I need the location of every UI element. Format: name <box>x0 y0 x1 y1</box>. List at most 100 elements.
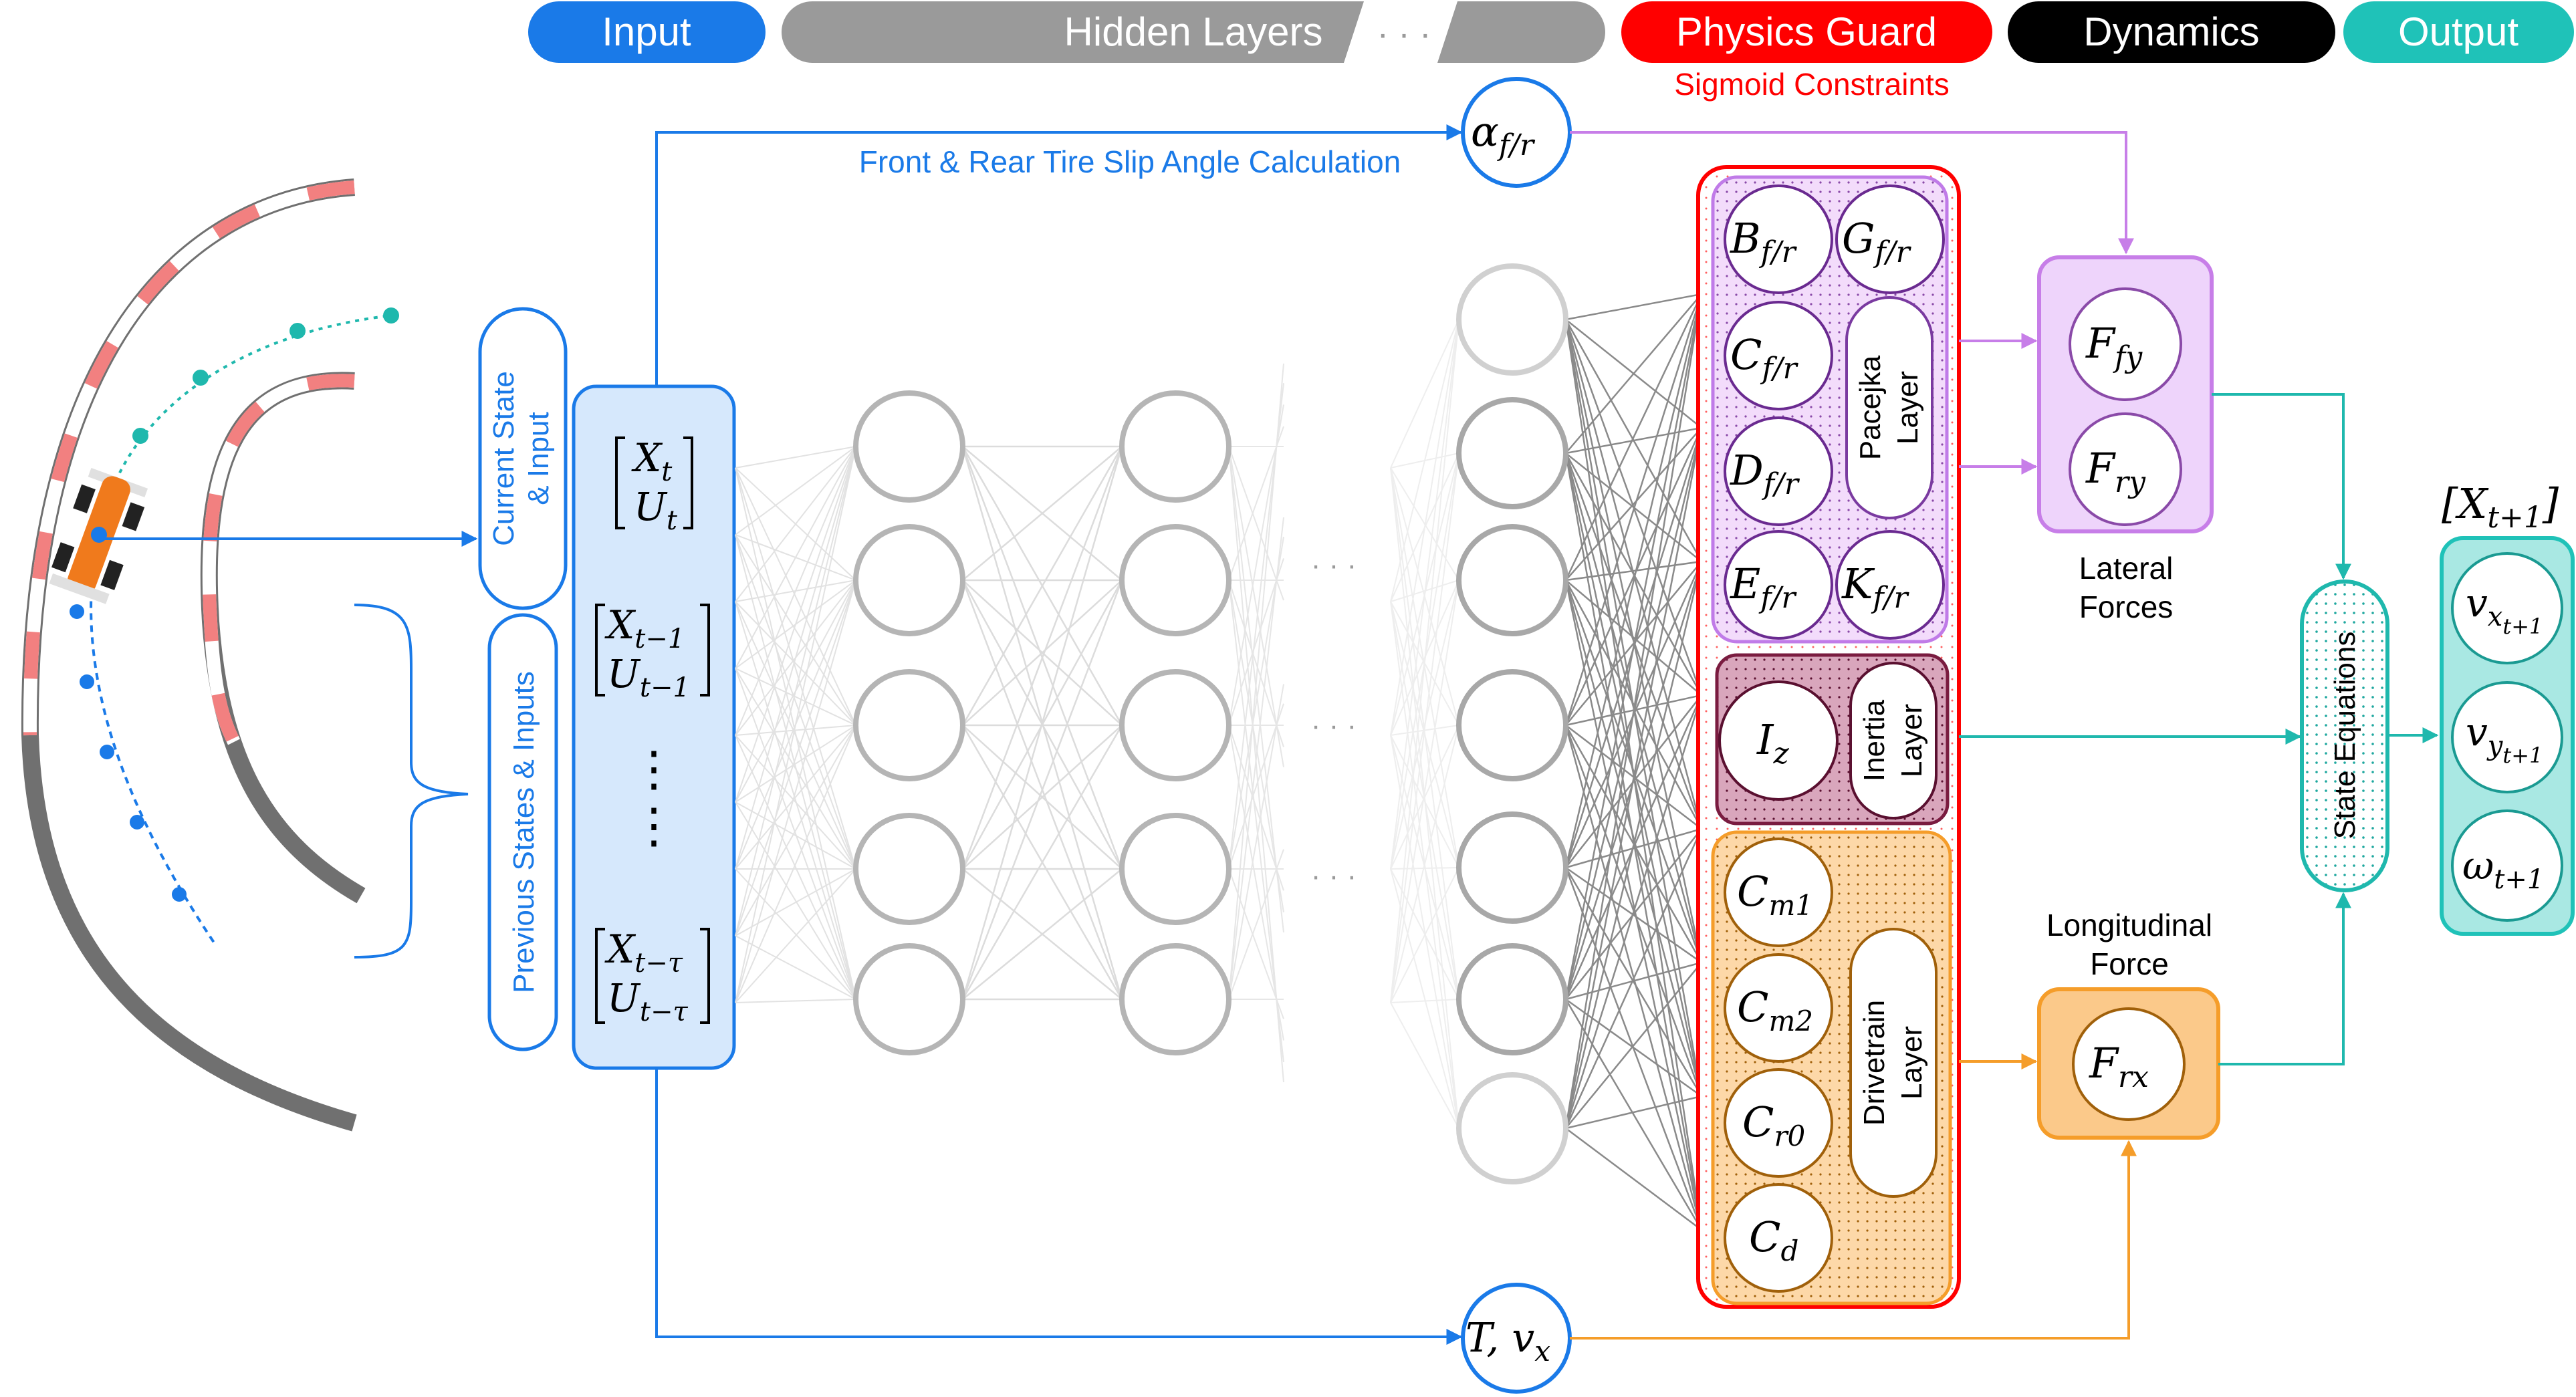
network-edge <box>1390 580 1459 1003</box>
param-K: Kf/r <box>1835 530 1945 640</box>
param-Cm2: Cm2 <box>1724 953 1833 1063</box>
drivetrain-label-2: Layer <box>1895 1026 1928 1100</box>
network-edge <box>1390 868 1459 1129</box>
hidden-layers-tail-pill <box>1437 1 1605 63</box>
network-edge <box>1228 725 1284 891</box>
pacejka-label-1: Pacejka <box>1854 355 1887 460</box>
network-edge <box>735 801 856 870</box>
current-state-vector: Xt Ut <box>615 435 693 536</box>
network-edge <box>735 467 856 1000</box>
current-state-pill <box>478 307 568 610</box>
network-edge <box>1564 293 1703 581</box>
network-edge <box>1228 580 1284 1063</box>
vertical-dots-2: ⋮ <box>630 799 678 853</box>
network-edge <box>1228 580 1284 747</box>
header-bar: Input Hidden Layers · · · Physics Guard … <box>528 1 2574 102</box>
hidden-layer-neurons <box>853 263 1568 1184</box>
network-edge <box>961 446 1123 870</box>
network-edge <box>1565 962 1702 1129</box>
network-edge <box>1228 868 1284 1019</box>
network-edge <box>735 725 856 936</box>
torque-speed-node: T, vx <box>1461 1283 1572 1394</box>
network-edge <box>1565 293 1702 321</box>
network-edge <box>1390 467 1459 581</box>
network-edge <box>1228 446 1284 767</box>
param-B: Bf/r <box>1724 184 1833 294</box>
neuron-node <box>1119 524 1232 636</box>
network-edge <box>1565 427 1702 581</box>
svg-text:Cd: Cd <box>1749 1213 1798 1267</box>
svg-text:Cr0: Cr0 <box>1742 1098 1805 1152</box>
svg-text:Ef/r: Ef/r <box>1730 559 1797 615</box>
race-track-illustration <box>21 178 399 1132</box>
drivetrain-label-1: Drivetrain <box>1858 1000 1891 1126</box>
neuron-node <box>853 669 965 781</box>
svg-text:Ut: Ut <box>634 484 678 536</box>
svg-text:Bf/r: Bf/r <box>1730 214 1798 269</box>
network-edge <box>1564 427 1703 726</box>
svg-text:Cm1: Cm1 <box>1737 867 1813 922</box>
past-waypoint <box>130 815 144 830</box>
past-waypoint <box>70 604 84 619</box>
slip-angle-node: αf/r <box>1461 77 1572 188</box>
neuron-node <box>1456 1072 1568 1184</box>
network-edge <box>735 446 856 669</box>
network-edge <box>735 868 856 1003</box>
network-edge <box>735 668 856 726</box>
network-edge <box>1228 703 1284 870</box>
param-Cr0: Cr0 <box>1724 1068 1833 1178</box>
network-edge <box>1228 725 1284 1041</box>
inertia-label-1: Inertia <box>1858 699 1891 781</box>
hidden-dots-row3: · · · <box>1311 860 1357 892</box>
slip-angle-calc-label: Front & Rear Tire Slip Angle Calculation <box>859 144 1401 179</box>
network-edge <box>1565 1127 1702 1231</box>
network-edge <box>735 446 856 936</box>
network-edge <box>961 446 1123 726</box>
network-edge <box>1564 293 1703 1129</box>
network-edge <box>1564 828 1703 1129</box>
network-edge <box>735 725 856 870</box>
lateral-to-state-arrow <box>2212 393 2351 580</box>
output-title: [Xt+1] <box>2442 479 2559 535</box>
network-edge <box>735 467 856 726</box>
network-edge <box>735 467 856 870</box>
network-edge <box>1390 601 1459 726</box>
dynamics-header-label: Dynamics <box>2083 9 2259 54</box>
svg-text:αf/r: αf/r <box>1471 107 1536 162</box>
hidden-layers-ellipsis: · · · <box>1377 15 1431 53</box>
svg-text:Df/r: Df/r <box>1730 446 1800 501</box>
future-waypoint <box>383 307 399 324</box>
force-Fry: Fry <box>2069 412 2182 526</box>
last-state-vector: Xt−τ Ut−τ <box>595 926 710 1027</box>
svg-text:Fry: Fry <box>2085 444 2146 499</box>
previous-state-vector: Xt−1 Ut−1 <box>595 602 710 703</box>
network-edge <box>735 601 856 1000</box>
hidden-layers-header-label: Hidden Layers <box>1064 9 1323 54</box>
track-outer-kerb-white <box>23 180 355 736</box>
alpha-to-lateral-arrow <box>1570 131 2134 255</box>
svg-text:Ffy: Ffy <box>2085 319 2143 374</box>
network-edge <box>1390 453 1459 469</box>
network-edge <box>735 725 856 803</box>
network-edge <box>1565 1095 1702 1130</box>
tv-to-frx-arrow <box>1570 1140 2137 1340</box>
network-edge <box>1564 293 1703 868</box>
network-edge <box>735 668 856 1000</box>
svg-text:Ut−τ: Ut−τ <box>607 975 688 1027</box>
hidden-layers: · · · · · · · · · <box>735 263 1703 1231</box>
network-edge <box>735 446 856 736</box>
network-edge <box>1228 849 1284 1000</box>
output-section: [Xt+1] vxt+1 vyt+1 ωt+1 <box>2440 479 2575 936</box>
network-edge <box>1565 293 1702 454</box>
network-edge <box>735 446 856 602</box>
network-edge <box>1564 999 1703 1231</box>
hidden-dots-row1: · · · <box>1311 549 1357 582</box>
state-equations-label: State Equations <box>2329 632 2361 840</box>
network-edge <box>961 580 1123 1000</box>
network-edge <box>735 580 856 936</box>
svg-text:vxt+1: vxt+1 <box>2466 580 2543 639</box>
svg-text:Frx: Frx <box>2089 1039 2149 1094</box>
network-edge <box>735 534 856 870</box>
network-edge <box>735 801 856 1000</box>
force-Ffy: Ffy <box>2069 287 2182 401</box>
